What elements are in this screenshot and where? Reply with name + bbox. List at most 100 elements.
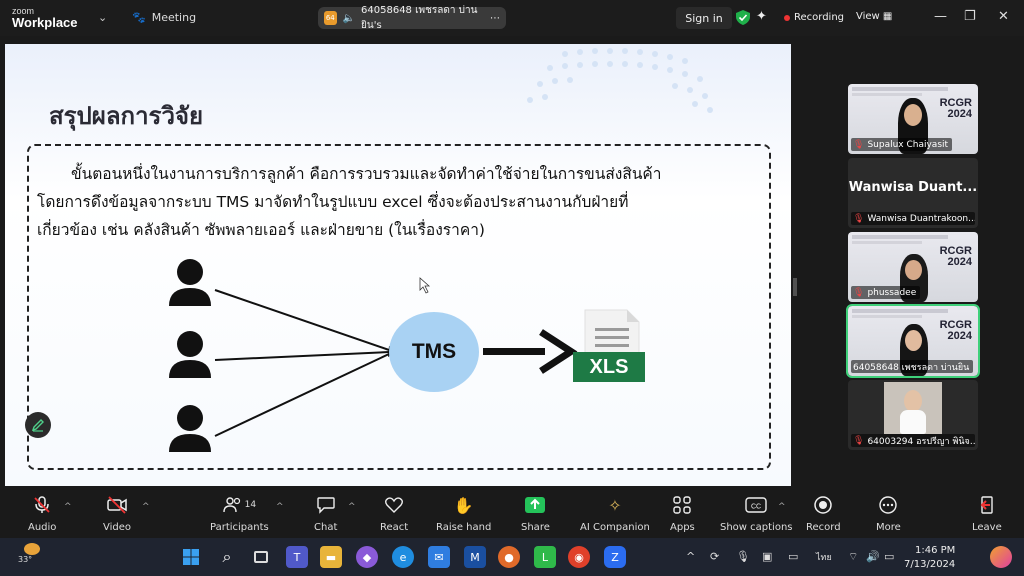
audio-options-caret[interactable]: ^ [64,502,72,512]
minimize-icon[interactable]: — [934,9,947,24]
show-captions-button[interactable]: CC Show captions [720,494,793,533]
captions-options-caret[interactable]: ^ [778,502,786,512]
chat-button[interactable]: Chat [314,494,337,533]
tray-app-icon[interactable]: ▣ [762,550,773,563]
recording-indicator[interactable]: Recording [784,12,844,23]
mail-icon[interactable]: ✉ [428,546,450,568]
leave-button[interactable]: Leave [972,494,1002,533]
shield-icon[interactable] [736,10,750,25]
more-icon [878,494,898,516]
participants-button[interactable]: 14 Participants [210,494,269,533]
pen-icon [31,419,44,432]
firefox-icon[interactable]: ● [498,546,520,568]
ai-companion-label: AI Companion [580,522,650,533]
react-button[interactable]: React [380,494,408,533]
annotate-pen-button[interactable] [25,412,51,438]
line-icon[interactable]: L [534,546,556,568]
mic-tray-icon[interactable]: 🎙 [736,550,750,563]
zoom-icon[interactable]: Z [604,546,626,568]
apps-button[interactable]: Apps [670,494,695,533]
conference-banner-sub [852,93,922,96]
app-icon[interactable]: M [464,546,486,568]
zoom-logo: zoom Workplace [12,5,78,29]
sign-in-button[interactable]: Sign in [676,7,732,29]
body-line-2: โดยการดึงข้อมูลจากระบบ TMS มาจัดทำในรูปแ… [37,193,629,211]
share-button[interactable]: Share [521,494,550,533]
participant-name: 64058648 เพชรลดา บ่านยิน [853,362,970,373]
conference-banner-sub [852,315,922,318]
meeting-info-pill[interactable]: 64 🔈 64058648 เพชรลดา บ่านยิน's ⋯ [318,5,506,31]
view-label: View [856,11,880,22]
wifi-icon[interactable]: ⌔ [848,550,859,563]
body-line-3: เกี่ยวข้อง เช่น คลังสินค้า ซัพพลายเออร์ … [37,221,485,239]
task-view-icon[interactable] [250,546,272,568]
tms-label: TMS [411,340,457,363]
meeting-menu[interactable]: 🐾 Meeting [132,11,196,24]
content-box: ขั้นตอนหนึ่งในงานการบริการลูกค้า คือการร… [27,144,771,470]
mic-off-icon: 🎙 [853,287,865,298]
weather-temp: 33° [18,555,33,564]
record-button[interactable]: Record [806,494,841,533]
chat-label: Chat [314,522,338,533]
participant-name-tag: 🎙Supalux Chaiyasit [851,138,953,151]
react-label: React [380,522,409,533]
chevron-down-icon[interactable]: ⌄ [98,11,108,24]
video-options-caret[interactable]: ^ [142,502,150,512]
participant-tile[interactable]: 🎙64003294 อรปรีญา พินิจ... [848,380,978,450]
tms-node: TMS [389,312,479,392]
participant-tile[interactable]: Wanwisa Duant... 🎙Wanwisa Duantrakoon... [848,158,978,228]
search-icon[interactable]: ⌕ [222,547,232,566]
teams-icon[interactable]: T [286,546,308,568]
close-icon[interactable]: ✕ [998,9,1009,24]
raise-hand-button[interactable]: ✋ Raise hand [436,494,492,534]
sync-icon[interactable]: ⟳ [710,550,720,563]
ai-companion-button[interactable]: ✧ AI Companion [580,494,650,534]
mic-off-icon: 🎙 [853,139,865,150]
more-circle-icon[interactable]: ⋯ [490,12,500,24]
volume-icon[interactable]: 🔊 [866,550,880,563]
meeting-stage: สรุปผลการวิจัย ขั้นตอนหนึ่งในงานการบริกา… [0,36,1024,502]
input-language[interactable]: ไทย [816,553,832,563]
video-button[interactable]: Video [103,494,131,533]
captions-icon: CC [745,494,767,516]
edge-icon[interactable]: e [392,546,414,568]
sparkle-icon[interactable]: ✦ [756,9,767,24]
splitter-handle[interactable] [793,278,797,296]
windows-taskbar: 33° ⌕ T ▬ ◆ e ✉ M ● L ◉ Z ^ ⟳ 🎙 ▣ ▭ ไทย … [0,538,1024,576]
view-button[interactable]: View ▦ [856,11,892,22]
participants-label: Participants [210,522,269,533]
mic-muted-icon [32,494,52,516]
weather-sun-icon [24,543,40,555]
chat-options-caret[interactable]: ^ [348,502,356,512]
recording-dot-icon [784,14,790,21]
more-button[interactable]: More [876,494,901,533]
copilot-icon[interactable]: ◆ [356,546,378,568]
taskbar-clock[interactable]: 1:46 PM 7/13/2024 [904,544,955,572]
start-icon[interactable] [180,546,202,568]
hand-icon: ✋ [453,495,474,515]
file-explorer-icon[interactable]: ▬ [320,546,342,568]
notification-icon[interactable] [990,546,1012,568]
participant-name-tag: 64058648 เพชรลดา บ่านยิน [851,360,974,373]
cursor-icon [419,277,431,294]
raise-hand-label: Raise hand [436,522,492,533]
restore-icon[interactable]: ❐ [964,9,976,24]
user-icon [169,331,211,378]
weather-widget[interactable]: 33° [18,543,40,564]
tray-window-icon[interactable]: ▭ [788,550,799,563]
leave-icon [977,494,997,516]
chrome-icon[interactable]: ◉ [568,546,590,568]
participants-options-caret[interactable]: ^ [276,502,284,512]
battery-icon[interactable]: ▭ [884,550,895,563]
tray-overflow-icon[interactable]: ^ [686,550,696,563]
conference-banner [852,87,948,91]
participants-count: 14 [244,500,257,510]
document-icon [584,309,640,357]
audio-button[interactable]: Audio [28,494,56,533]
